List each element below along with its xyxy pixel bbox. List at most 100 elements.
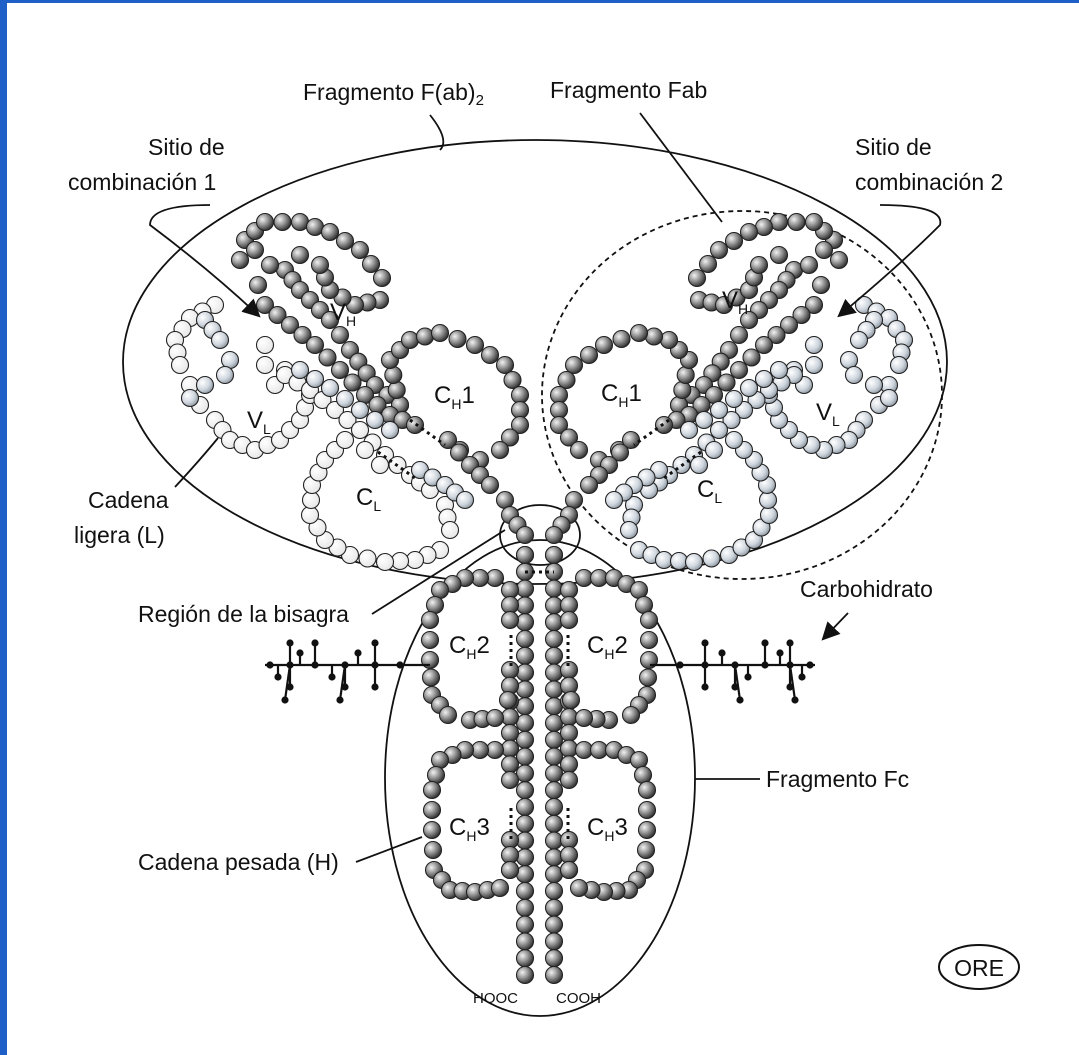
heavy-chain-bead	[677, 367, 694, 384]
light-chain-bead	[377, 554, 394, 571]
light-chain-bead	[711, 402, 728, 419]
heavy-chain-bead	[638, 842, 655, 859]
heavy-chain-bead	[656, 417, 673, 434]
heavy-chain-bead	[546, 715, 563, 732]
heavy-chain-bead	[640, 669, 657, 686]
heavy-chain-bead	[561, 724, 578, 741]
heavy-chain-bead	[546, 547, 563, 564]
light-chain-bead	[756, 371, 773, 388]
heavy-chain-bead	[741, 224, 758, 241]
heavy-chain-bead	[546, 664, 563, 681]
heavy-chain-bead	[561, 612, 578, 629]
light-chain-bead	[307, 371, 324, 388]
svg-text:CH1: CH1	[434, 382, 475, 412]
heavy-chain-bead	[502, 772, 519, 789]
heavy-chain-bead	[546, 916, 563, 933]
light-chain-bead	[457, 492, 474, 509]
heavy-chain-bead	[497, 492, 514, 509]
heavy-chain-bead	[517, 950, 534, 967]
heavy-chain-bead	[312, 257, 329, 274]
light-chain-bead	[621, 522, 638, 539]
heavy-chain-bead	[250, 277, 267, 294]
heavy-chain-bead	[546, 631, 563, 648]
light-chain-bead	[442, 522, 459, 539]
heavy-chain-bead	[402, 332, 419, 349]
heavy-chain-bead	[631, 582, 648, 599]
heavy-chain-bead	[332, 327, 349, 344]
heavy-chain-bead	[517, 580, 534, 597]
hinge-label: Región de la bisagra	[138, 601, 349, 627]
heavy-chain-bead	[502, 612, 519, 629]
heavy-chain-bead	[502, 709, 519, 726]
heavy-chain-bead	[546, 597, 563, 614]
svg-text:CH2: CH2	[449, 632, 490, 662]
light-chain-bead	[303, 492, 320, 509]
sugar-residue	[328, 673, 335, 680]
heavy-chain-bead	[517, 832, 534, 849]
heavy-chain-bead	[432, 752, 449, 769]
heavy-chain-bead	[639, 782, 656, 799]
sugar-residue	[296, 649, 303, 656]
light-chain-bead	[711, 422, 728, 439]
heavy-chain-bead	[517, 916, 534, 933]
heavy-chain-bead	[517, 748, 534, 765]
heavy-chain-bead	[546, 748, 563, 765]
heavy-chain-bead	[546, 899, 563, 916]
heavy-chain-bead	[307, 219, 324, 236]
heavy-chain-bead	[247, 242, 264, 259]
sugar-residue	[701, 683, 708, 690]
sugar-residue	[371, 639, 378, 646]
heavy-chain-bead	[566, 357, 583, 374]
light-chain-bead	[771, 362, 788, 379]
heavy-chain-bead	[558, 372, 575, 389]
heavy-chain-bead	[467, 337, 484, 354]
heavy-chain-bead	[546, 883, 563, 900]
heavy-chain-bead	[743, 349, 760, 366]
heavy-chain-bead	[631, 325, 648, 342]
heavy-chain-bead	[639, 802, 656, 819]
heavy-chain-bead	[756, 337, 773, 354]
heavy-chain-bead	[482, 347, 499, 364]
heavy-chain-bead	[337, 233, 354, 250]
heavy-chain-bead	[689, 270, 706, 287]
heavy-chain-bead	[424, 802, 441, 819]
heavy-chain-bead	[319, 349, 336, 366]
heavy-chain-bead	[596, 337, 613, 354]
heavy-chain-bead	[806, 214, 823, 231]
heavy-chain-bead	[571, 442, 588, 459]
sugar-residue	[798, 673, 805, 680]
heavy-chain-bead	[546, 614, 563, 631]
heavy-chain-bead	[517, 597, 534, 614]
heavy-chain-bead	[646, 328, 663, 345]
heavy-chain-bead	[816, 242, 833, 259]
light-chain-bead	[606, 492, 623, 509]
light-chain-bead	[182, 390, 199, 407]
heavy-chain-bead	[517, 664, 534, 681]
svg-text:VL: VL	[247, 407, 271, 437]
heavy-chain-bead	[546, 580, 563, 597]
heavy-chain-bead	[641, 632, 658, 649]
heavy-chain-bead	[332, 362, 349, 379]
heavy-chain-bead	[546, 832, 563, 849]
light-chain-bead	[292, 362, 309, 379]
light-chain-bead	[726, 391, 743, 408]
heavy-chain-bead	[424, 782, 441, 799]
heavy-chain-label: Cadena pesada (H)	[138, 849, 339, 875]
heavy-chain-bead	[517, 715, 534, 732]
light-chain-bead	[681, 422, 698, 439]
light-chain-bead	[367, 412, 384, 429]
heavy-chain-bead	[517, 883, 534, 900]
heavy-chain-bead	[502, 862, 519, 879]
heavy-chain-bead	[388, 382, 405, 399]
svg-text:CH3: CH3	[587, 814, 628, 844]
heavy-chain-bead	[517, 647, 534, 664]
light-chain-bead	[222, 352, 239, 369]
sugar-residue	[761, 639, 768, 646]
heavy-chain-bead	[500, 692, 517, 709]
heavy-chain-bead	[566, 492, 583, 509]
heavy-chain-bead	[517, 782, 534, 799]
light-chain-label-line2: ligera (L)	[74, 522, 165, 548]
heavy-chain-bead	[274, 214, 291, 231]
heavy-chain-bead	[546, 799, 563, 816]
